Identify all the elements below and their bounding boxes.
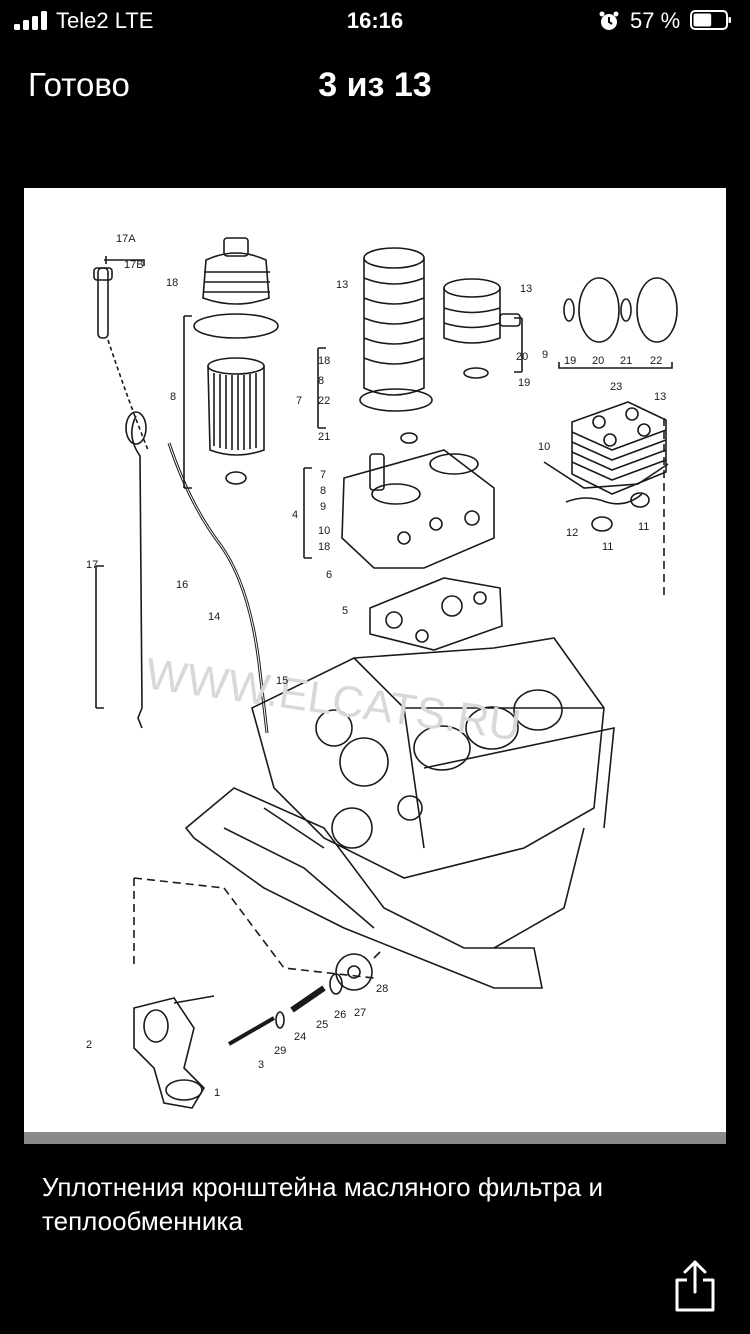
- part-number-label: 18: [318, 355, 330, 367]
- part-number-label: 13: [654, 391, 666, 403]
- part-number-label: 4: [292, 509, 298, 521]
- part-number-label: 25: [316, 1019, 328, 1031]
- watermark: WWW.ELCATS.RU: [143, 649, 524, 750]
- part-number-label: 18: [166, 277, 178, 289]
- part-number-label: 10: [538, 441, 550, 453]
- part-number-label: 15: [276, 675, 288, 687]
- oil-pump-part: [133, 997, 206, 1109]
- part-number-label: 18: [318, 541, 330, 553]
- part-number-label: 14: [208, 611, 220, 623]
- part-number-label: 22: [318, 395, 330, 407]
- battery-icon: [690, 10, 731, 30]
- signal-icon: [14, 10, 48, 30]
- battery-percent: 57 %: [630, 8, 681, 33]
- part-number-label: 27: [354, 1007, 366, 1019]
- part-number-label: 8: [318, 375, 324, 387]
- oil-filter-cap-part: [202, 237, 270, 305]
- status-time: 16:16: [346, 8, 404, 33]
- part-number-label: 20: [592, 355, 604, 367]
- part-number-label: 28: [376, 983, 388, 995]
- oil-filter-housing-part: [359, 247, 433, 412]
- part-number-label: 11: [638, 521, 649, 533]
- part-number-label: 29: [274, 1045, 286, 1057]
- page-counter-title: 3 из 13: [318, 66, 432, 104]
- part-number-label: 7: [320, 469, 326, 481]
- nav-bar: Готово 3 из 13: [0, 42, 750, 132]
- photo-caption: Уплотнения кронштейна масляного фильтра …: [42, 1172, 604, 1236]
- part-number-label: 24: [294, 1031, 306, 1043]
- oil-filter-bracket-part: [341, 449, 495, 569]
- seal-19-part: [563, 298, 575, 322]
- part-number-label: 9: [542, 349, 548, 361]
- part-number-label: 16: [176, 579, 188, 591]
- part-number-label: 22: [650, 355, 662, 367]
- part-number-label: 19: [518, 377, 530, 389]
- seal-21-part: [620, 298, 632, 322]
- oil-separator-part: [443, 278, 521, 344]
- pump-shaft-part: [227, 1016, 276, 1046]
- part-number-label: 8: [320, 485, 326, 497]
- part-number-label: 1: [214, 1087, 220, 1099]
- part-number-label: 19: [564, 355, 576, 367]
- chain-sprocket-part: [335, 953, 373, 991]
- done-button[interactable]: Готово: [28, 66, 130, 103]
- part-number-label: 17A: [116, 233, 136, 245]
- carrier-label: Tele2 LTE: [56, 8, 154, 33]
- part-number-label: 7: [296, 395, 302, 407]
- part-number-label: 8: [170, 391, 176, 403]
- part-number-label: 13: [520, 283, 532, 295]
- heat-exchanger-part: [571, 401, 667, 495]
- oil-filter-element-part: [207, 357, 265, 456]
- engine-block-part: [251, 637, 615, 879]
- seal-20-part: [578, 277, 620, 343]
- part-number-label: 10: [318, 525, 330, 537]
- part-number-label: 17B: [124, 259, 144, 271]
- part-number-label: 3: [258, 1059, 264, 1071]
- status-bar: Tele2 LTE 16:16 57 %: [0, 0, 750, 42]
- part-number-label: 21: [318, 431, 330, 443]
- part-number-label: 23: [610, 381, 622, 393]
- bracket-gasket-part: [369, 577, 503, 651]
- photo-bottom-edge: [24, 1132, 726, 1144]
- part-number-label: 6: [326, 569, 332, 581]
- part-number-label: 12: [566, 527, 578, 539]
- part-number-label: 20: [516, 351, 528, 363]
- part-number-label: 26: [334, 1009, 346, 1021]
- part-number-label: 21: [620, 355, 632, 367]
- part-number-label: 5: [342, 605, 348, 617]
- part-number-label: 2: [86, 1039, 92, 1051]
- dipstick-part: [131, 415, 143, 709]
- part-number-label: 13: [336, 279, 348, 291]
- seal-22-part: [636, 277, 678, 343]
- parts-diagram: WWW.ELCATS.RU 17A17B18817161415131887222…: [86, 233, 678, 1109]
- oil-pan-part: [184, 787, 585, 989]
- part-number-label: 17: [86, 559, 98, 571]
- part-number-label: 11: [602, 541, 613, 553]
- alarm-icon: [599, 11, 619, 30]
- share-icon[interactable]: [672, 1258, 718, 1314]
- part-number-label: 9: [320, 501, 326, 513]
